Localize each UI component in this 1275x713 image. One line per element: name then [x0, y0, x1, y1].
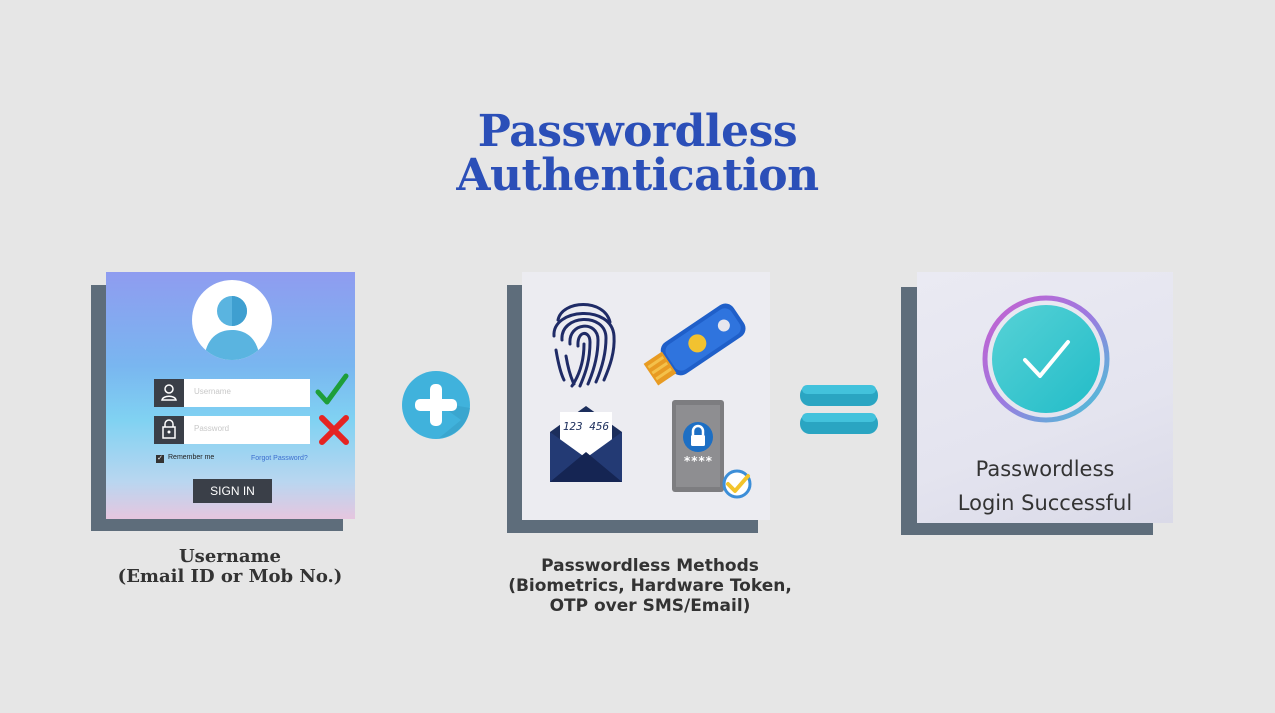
forgot-password-link: Forgot Password? [251, 455, 308, 462]
password-placeholder: Password [194, 424, 230, 433]
user-icon [154, 379, 184, 407]
lock-icon [154, 416, 184, 444]
user-avatar-icon [192, 280, 272, 360]
check-mark-icon [314, 372, 350, 412]
password-field: Password [154, 416, 310, 444]
methods-caption: Passwordless Methods (Biometrics, Hardwa… [470, 556, 830, 616]
cross-mark-icon [318, 415, 350, 449]
success-line-2: Login Successful [957, 491, 1133, 515]
fingerprint-icon [548, 290, 618, 394]
username-field: Username [154, 379, 310, 407]
username-placeholder: Username [194, 387, 231, 396]
username-caption-line-1: Username [178, 546, 281, 567]
methods-caption-line-1: Passwordless Methods [541, 556, 759, 576]
diagram-title: Passwordless Authentication [0, 110, 1275, 198]
equals-icon [799, 383, 879, 441]
pin-mask: **** [683, 454, 713, 468]
otp-code: 123 456 [562, 420, 610, 433]
signin-button-image: SIGN IN [193, 479, 272, 503]
envelope-otp-icon: 123 456 [548, 402, 624, 488]
methods-caption-line-2: (Biometrics, Hardware Token, [508, 576, 792, 596]
username-caption: Username (Email ID or Mob No.) [80, 547, 380, 587]
success-line-1: Passwordless [975, 457, 1115, 481]
plus-icon [401, 370, 471, 444]
success-check-icon [981, 294, 1111, 428]
methods-image: 123 456 **** [522, 272, 770, 520]
hardware-key-icon [634, 292, 754, 396]
remember-me: ✓ Remember me [156, 454, 214, 463]
phone-lock-icon: **** [670, 400, 760, 504]
remember-checkbox-icon: ✓ [156, 455, 164, 463]
title-line-1: Passwordless [477, 106, 798, 157]
methods-caption-line-3: OTP over SMS/Email) [549, 596, 751, 616]
title-line-2: Authentication [456, 150, 819, 201]
remember-label: Remember me [168, 454, 215, 461]
success-image: Passwordless Login Successful [917, 272, 1173, 523]
login-form-image: Username Password ✓ Remember me Forgot Pa… [106, 272, 355, 519]
username-caption-line-2: (Email ID or Mob No.) [117, 566, 343, 587]
success-text: Passwordless Login Successful [917, 452, 1173, 520]
